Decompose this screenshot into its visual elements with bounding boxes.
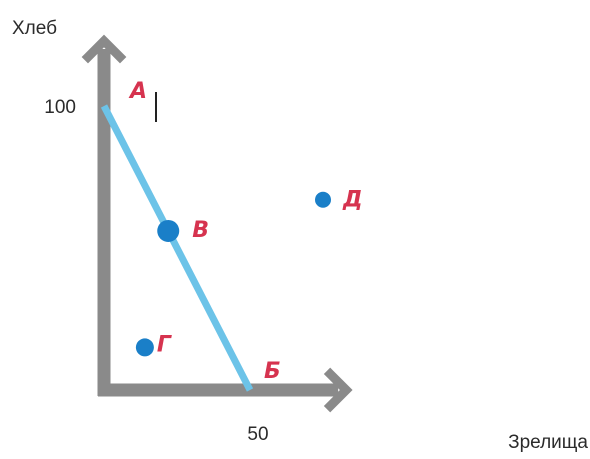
x-tick-label: 50 (247, 424, 268, 445)
data-point (315, 191, 331, 208)
point-label: Г (157, 332, 172, 357)
x-axis-title: Зрелища (508, 432, 588, 453)
budget-line (100, 104, 254, 392)
data-point (157, 219, 180, 242)
point-label: Б (264, 359, 281, 384)
data-point (135, 338, 154, 357)
y-axis-arrow (81, 34, 127, 64)
point-label: Д (342, 188, 363, 213)
y-tick-label: 100 (44, 97, 76, 118)
series-layer (100, 104, 254, 392)
y-axis-title: Хлеб (12, 18, 57, 39)
point-label: А (128, 79, 147, 104)
x-axis-arrow (323, 367, 353, 413)
labels-layer: А В Д Г Б (128, 79, 363, 384)
point-label: В (192, 218, 209, 243)
points-layer (135, 191, 331, 357)
